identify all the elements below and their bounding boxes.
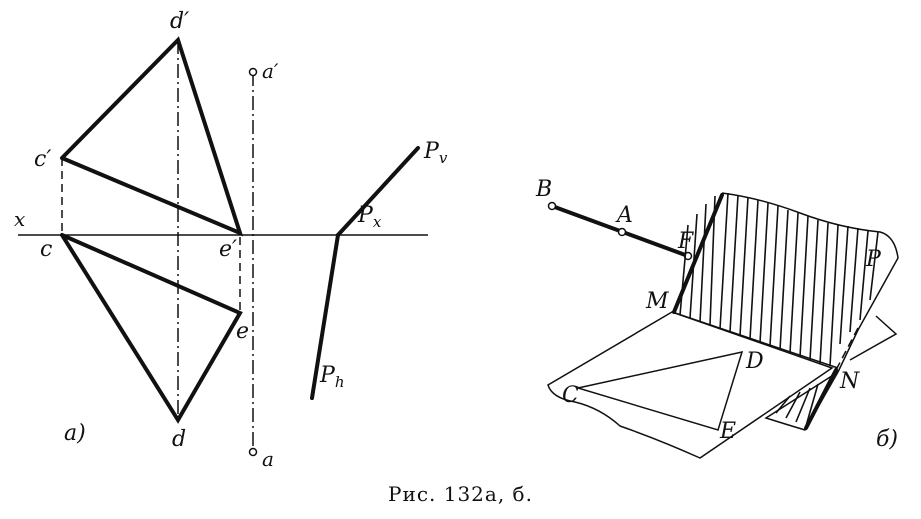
triangle-horizontal (60, 233, 243, 424)
label-m: M (645, 289, 669, 314)
panel-a-tag: а) (64, 421, 86, 446)
plane-p-edge-n (804, 368, 838, 430)
label-a: a (262, 447, 274, 471)
x-axis-label: x (14, 207, 25, 231)
intersection-dashed (835, 327, 859, 371)
point-a-prime (248, 67, 258, 77)
point-a (248, 447, 258, 457)
label-e-prime: e′ (219, 237, 237, 262)
panel-a: x d′ c′ e′ a′ c e d a Px Pv Ph а) (14, 9, 448, 471)
label-ph: Ph (319, 363, 344, 391)
label-a-prime: a′ (262, 59, 279, 83)
triangle-cde (575, 350, 744, 431)
trace-ph (310, 233, 340, 400)
label-e-b: E (719, 419, 736, 444)
point-b (547, 201, 557, 211)
label-n: N (839, 369, 860, 394)
plane-p-lower-hatch (764, 371, 839, 431)
plane-p-outline (721, 192, 899, 373)
label-d-b: D (745, 349, 764, 374)
triangle-frontal (60, 36, 244, 237)
horizontal-plane (547, 311, 834, 459)
label-e: e (236, 319, 249, 344)
label-c-prime: c′ (34, 147, 51, 172)
label-a-pt: A (615, 203, 633, 228)
figure-caption: Рис. 132а, б. (388, 482, 533, 506)
point-a-b (617, 227, 627, 237)
label-d-prime: d′ (170, 9, 189, 34)
label-c: c (40, 237, 52, 262)
plane-p-edge-mn-top (671, 311, 839, 369)
label-d: d (172, 427, 186, 452)
panel-b: B A F M N P C D E б) (535, 177, 899, 459)
plane-p-hatch (679, 192, 879, 367)
label-f: F (677, 229, 694, 254)
label-b: B (535, 177, 552, 202)
label-c-b: C (562, 383, 579, 408)
panel-b-tag: б) (876, 427, 898, 452)
plane-p-flap (849, 315, 898, 361)
trace-pv (336, 146, 420, 237)
label-px: Px (357, 203, 382, 231)
label-p: P (865, 247, 882, 272)
label-pv: Pv (423, 139, 448, 167)
plane-p-edge-m (672, 193, 724, 314)
